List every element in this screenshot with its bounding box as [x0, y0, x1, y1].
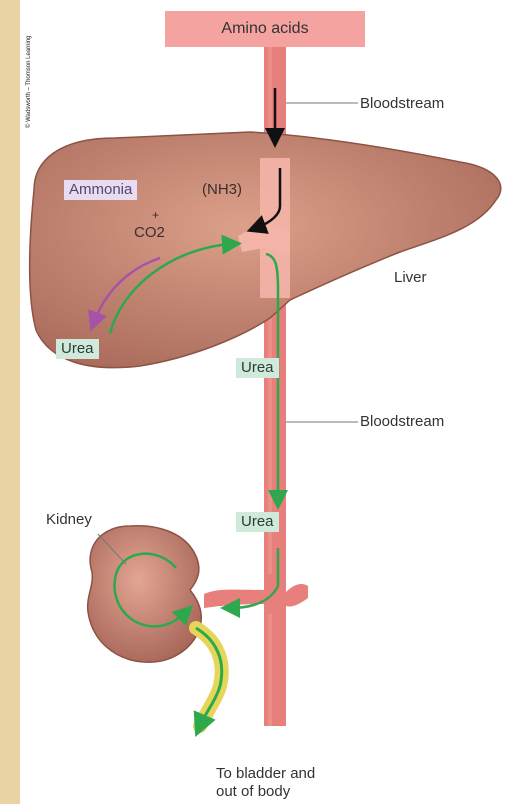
bloodstream-mid-label: Bloodstream: [360, 413, 444, 431]
liver-label: Liver: [394, 269, 427, 287]
plus-sign: +: [152, 206, 159, 224]
amino-acids-label: Amino acids: [221, 20, 308, 37]
urea-low-label: Urea: [241, 513, 274, 530]
urea-cycle-figure: © Wadsworth – Thomson Learning Amino aci…: [20, 0, 516, 804]
urea-liver-label: Urea: [61, 340, 94, 357]
bladder-label-line2: out of body: [216, 783, 290, 801]
bloodstream-top-label: Bloodstream: [360, 95, 444, 113]
ammonia-box: Ammonia: [64, 180, 137, 200]
kidney-shape: [88, 526, 202, 662]
bladder-label-line1: To bladder and: [216, 765, 315, 783]
renal-vessel: [204, 574, 308, 614]
diagram-canvas: [20, 0, 516, 804]
ammonia-label: Ammonia: [69, 181, 132, 198]
nh3-label: (NH3): [202, 181, 242, 199]
urea-low-box: Urea: [236, 512, 279, 532]
urea-mid-label: Urea: [241, 359, 274, 376]
amino-acids-box: Amino acids: [165, 11, 365, 47]
urea-liver-box: Urea: [56, 339, 99, 359]
co2-label: CO2: [134, 224, 165, 242]
credit-line: © Wadsworth – Thomson Learning: [26, 38, 32, 128]
kidney-label: Kidney: [46, 511, 92, 529]
urea-mid-box: Urea: [236, 358, 279, 378]
